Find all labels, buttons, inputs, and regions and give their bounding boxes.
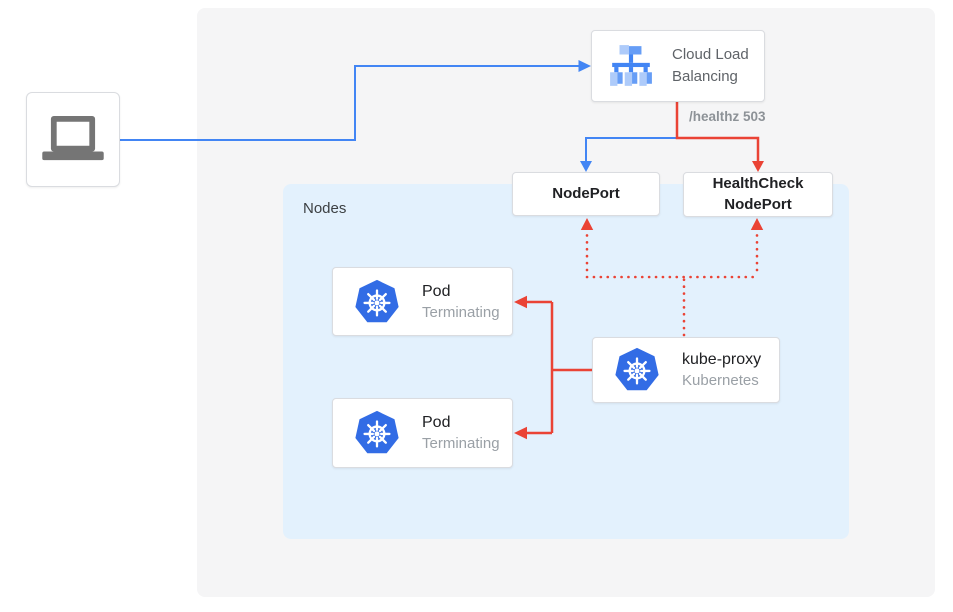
pod-status: Terminating	[422, 435, 500, 452]
pod-title: Pod	[422, 414, 451, 431]
kubernetes-icon	[354, 279, 400, 325]
nodeport-node: NodePort	[512, 172, 660, 216]
healthz-annotation: /healthz 503	[689, 109, 766, 124]
pod-node-1: Pod Terminating	[332, 267, 513, 336]
nodeport-label: NodePort	[552, 184, 620, 202]
nodes-panel-label: Nodes	[303, 200, 347, 217]
client-node	[26, 92, 120, 187]
cloud-load-balancing-label: Cloud Load Balancing	[672, 46, 749, 85]
kubernetes-icon	[354, 410, 400, 456]
kubernetes-icon	[614, 347, 660, 393]
laptop-icon	[42, 115, 104, 164]
kube-proxy-title: kube-proxy	[682, 351, 762, 368]
cloud-load-balancing-icon	[608, 44, 654, 88]
pod-title: Pod	[422, 282, 451, 300]
pod-node-2: Pod Terminating	[332, 398, 513, 468]
healthcheck-nodeport-node: HealthCheck NodePort	[683, 172, 833, 217]
kube-proxy-subtitle: Kubernetes	[682, 372, 759, 389]
healthcheck-nodeport-label-line2: NodePort	[724, 195, 792, 213]
cloud-load-balancing-node: Cloud Load Balancing	[591, 30, 765, 102]
kube-proxy-node: kube-proxy Kubernetes	[592, 337, 780, 403]
healthcheck-nodeport-label-line1: HealthCheck	[712, 175, 804, 193]
pod-status: Terminating	[422, 303, 500, 321]
